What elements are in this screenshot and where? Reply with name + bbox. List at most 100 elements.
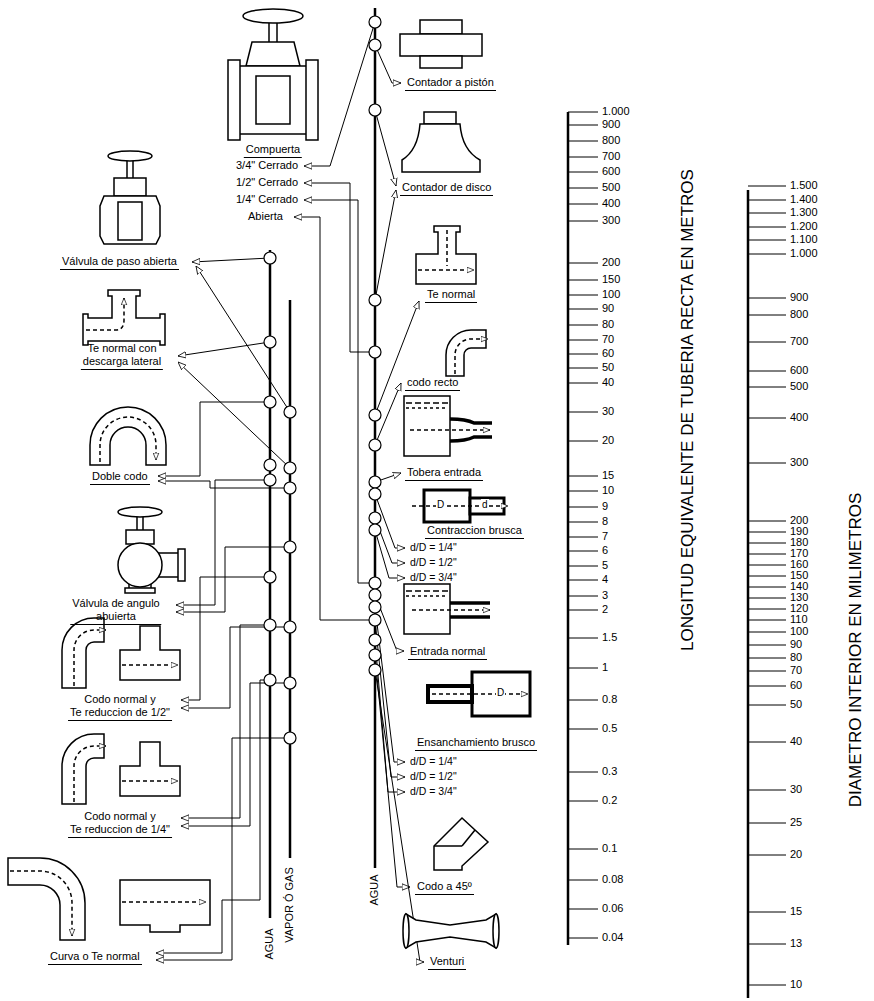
normal-inlet-icon [404, 584, 490, 634]
elbow-45-icon [434, 818, 488, 870]
scale-value: 90 [790, 638, 802, 651]
scale-line [747, 190, 750, 998]
scale-value: 0.2 [602, 794, 617, 807]
scale-value: 0.5 [602, 722, 617, 735]
leader-line [304, 22, 375, 166]
scale-tick [568, 112, 786, 985]
scale-tick [568, 383, 598, 384]
scale-tick [568, 551, 598, 552]
dimension-symbol: D [436, 499, 445, 511]
scale-tick [748, 554, 786, 555]
scale-value: 1.5 [602, 631, 617, 644]
scale-tick [568, 668, 598, 669]
globe-valve-icon [118, 202, 142, 240]
scale-tick [568, 491, 598, 492]
piston-meter-icon [420, 56, 462, 68]
fitting-label: Contraccion brusca [425, 524, 524, 539]
ratio-label: d/D = 1/2" [410, 770, 457, 783]
scale-value: 60 [790, 679, 802, 692]
fitting-label: codo recto [405, 376, 460, 391]
gate-valve-icon [228, 9, 318, 140]
scale-marker [369, 512, 381, 524]
scale-value: 10 [790, 978, 802, 991]
disc-meter-icon [402, 112, 480, 172]
scale-value: 200 [602, 256, 620, 269]
scale-tick [568, 801, 598, 802]
scale-tick [568, 580, 598, 581]
scale-value: 7 [602, 530, 608, 543]
tee-icon [416, 226, 476, 284]
scale-value: 2 [602, 603, 608, 616]
globe-valve-icon [108, 151, 152, 161]
scale-tick [748, 463, 786, 464]
double-elbow-icon [90, 407, 166, 465]
scale-marker [284, 541, 296, 553]
double-elbow-icon [90, 407, 166, 465]
scale-tick [748, 658, 786, 659]
fitting-label: Contador a pistón [405, 76, 496, 91]
scale-tick [568, 412, 598, 413]
scale-marker [369, 346, 381, 358]
scale-tick [748, 645, 786, 646]
scale-tick [568, 340, 598, 341]
venturi-icon [403, 914, 409, 948]
leader-line [158, 402, 270, 476]
scale-tick [568, 938, 598, 939]
scale-value: 10 [602, 484, 614, 497]
fitting-label: Válvula de anguloabuierta [70, 597, 161, 625]
scale-tick [748, 985, 786, 986]
scale-tick [748, 200, 786, 201]
dimension-symbol: d [481, 499, 489, 511]
gate-valve-icon [246, 42, 300, 66]
scale-tick [748, 912, 786, 913]
scale-value: 700 [790, 335, 808, 348]
scale-value: 80 [602, 318, 614, 331]
ratio-label: d/D = 3/4" [410, 571, 457, 584]
angle-valve-icon [126, 530, 154, 544]
venturi-icon [403, 914, 499, 948]
scale-marker [284, 732, 296, 744]
normal-inlet-icon [404, 584, 450, 634]
scale-name: AGUA [368, 874, 381, 905]
scale-marker [369, 589, 381, 601]
enlargement-icon [472, 672, 530, 716]
scale-value: 600 [790, 364, 808, 377]
scale-value: 1.400 [790, 193, 818, 206]
scale-tick [748, 521, 786, 522]
fitting-label: Ensanchamiento brusco [415, 736, 537, 751]
scale-marker [284, 462, 296, 474]
scale-tick [568, 125, 598, 126]
scale-value: 0.04 [602, 931, 623, 944]
scale-line [270, 8, 748, 998]
scale-tick [748, 576, 786, 577]
elbow-icon [455, 339, 488, 374]
tee-side-outlet-icon [83, 290, 165, 345]
scale-tick [568, 522, 598, 523]
normal-inlet-icon [406, 590, 448, 592]
scale-value: 400 [602, 197, 620, 210]
piston-meter-icon [400, 34, 482, 56]
scale-tick [568, 507, 598, 508]
scale-tick [568, 638, 598, 639]
scale-marker [369, 488, 381, 500]
scale-value: 50 [602, 361, 614, 374]
scale-marker [369, 476, 381, 488]
elbow-tee-icon [74, 630, 106, 686]
leader-line [304, 200, 375, 583]
scale-value: 70 [790, 664, 802, 677]
leader-line [375, 655, 410, 887]
fitting-label: Doble codo [90, 470, 150, 485]
scale-value: 15 [602, 469, 614, 482]
leader-line [181, 625, 270, 818]
scale-tick [748, 342, 786, 343]
scale-value: 30 [790, 783, 802, 796]
scale-value: 400 [790, 411, 808, 424]
scale-value: 1.300 [790, 206, 818, 219]
scale-marker [369, 577, 381, 589]
scale-tick [748, 371, 786, 372]
fitting-label: Te normal [425, 288, 477, 303]
gate-valve-icon [256, 76, 290, 124]
scale-tick [568, 729, 598, 730]
fitting-label: Tobera entrada [405, 466, 483, 481]
scale-tick [568, 188, 598, 189]
